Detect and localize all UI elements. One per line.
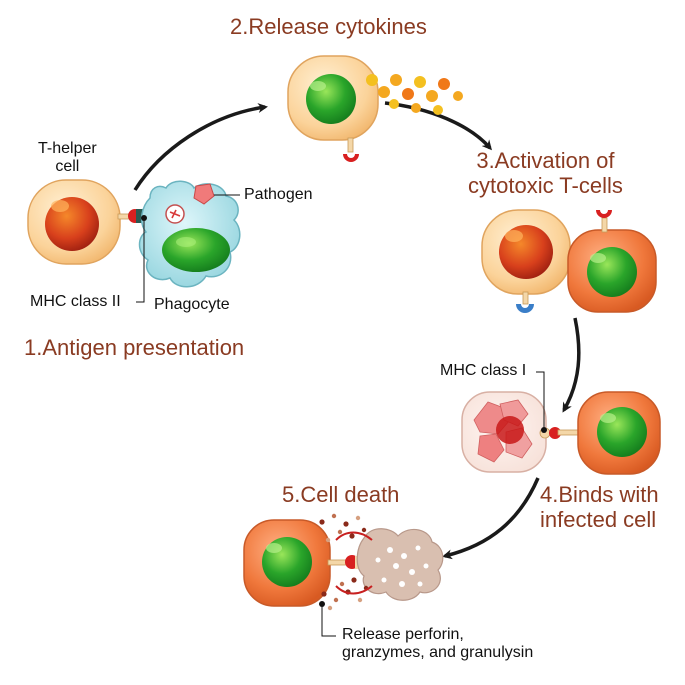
mhc2-leader <box>136 218 145 303</box>
release-arrow-lower <box>335 585 373 595</box>
cytotoxic-t-cell-step3 <box>567 229 657 313</box>
t-helper-cell <box>27 179 121 265</box>
dying-cell <box>356 528 444 601</box>
arrow-step1-to-step2 <box>133 103 268 191</box>
release-label-line2: granzymes, and granulysin <box>342 644 534 662</box>
t-helper-label: T-helper cell <box>38 140 97 177</box>
step4-title: 4.Binds with infected cell <box>540 482 659 533</box>
mhc2-label: MHC class II <box>30 293 121 310</box>
cytokine-receptor-stalk <box>343 137 359 162</box>
red-receptor-icon <box>596 210 612 233</box>
step3-title-line2: cytotoxic T-cells <box>468 173 623 199</box>
release-label: Release perforin, granzymes, and granuly… <box>342 626 533 663</box>
activated-helper-cell <box>481 209 571 295</box>
step3-title: 3.Activation of cytotoxic T-cells <box>468 148 623 199</box>
infected-cell <box>461 391 547 473</box>
release-label-line1: Release perforin, <box>342 626 464 643</box>
arrow-step4-to-step5 <box>442 477 540 560</box>
granule-particles <box>319 513 369 611</box>
release-arrow-upper <box>335 531 373 541</box>
cytokine-releasing-cell <box>287 55 379 141</box>
step3-title-line1: 3.Activation of <box>476 148 615 173</box>
cytotoxic-t-cell-step4 <box>577 391 661 475</box>
pathogen-icon <box>193 183 215 205</box>
pathogen-label: Pathogen <box>244 186 313 203</box>
mhc1-label: MHC class I <box>440 362 527 379</box>
step5-title: 5.Cell death <box>282 482 400 507</box>
phagocyte-cell <box>138 180 241 288</box>
cytokine-particles <box>366 74 463 115</box>
step2-title: 2.Release cytokines <box>230 14 427 39</box>
step4-title-line1: 4.Binds with <box>540 482 659 507</box>
cytotoxic-t-cell-step5 <box>243 519 331 607</box>
arrow-step2-to-step3 <box>384 101 492 151</box>
mhc1-leader <box>536 371 545 430</box>
t-helper-label-line2: cell <box>55 158 80 176</box>
step4-title-line2: infected cell <box>540 507 657 533</box>
arrow-step3-to-step4 <box>562 317 581 413</box>
mhc1-marker <box>541 427 547 433</box>
blue-receptor-icon <box>516 291 534 313</box>
step1-title: 1.Antigen presentation <box>24 335 245 360</box>
phagocyte-label: Phagocyte <box>154 296 230 313</box>
t-helper-label-line1: T-helper <box>38 140 97 157</box>
mhc2-marker <box>141 215 147 221</box>
release-marker <box>319 601 325 607</box>
release-leader <box>321 604 336 637</box>
